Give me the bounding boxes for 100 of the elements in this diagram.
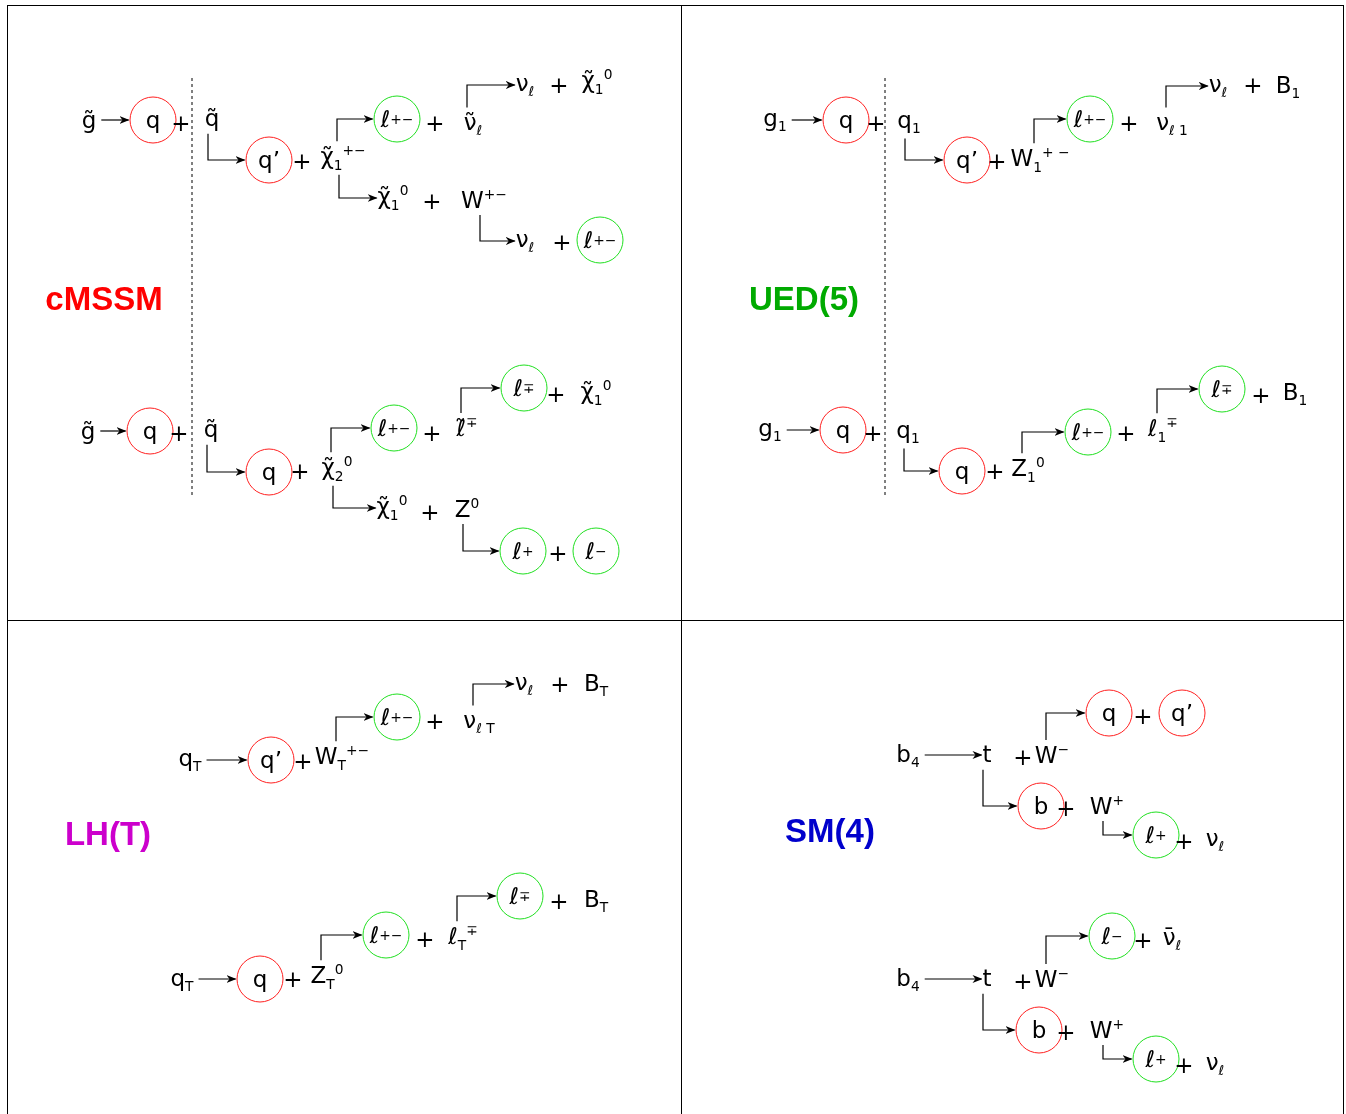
- particle-symbol: ν$_{ℓ 1}$: [1156, 109, 1188, 139]
- decay-arrow: [1045, 709, 1086, 741]
- particle-symbol: g$_{1}$: [763, 105, 787, 135]
- particle-symbol: q$_{T}$: [178, 745, 202, 775]
- decay-arrow: [460, 384, 501, 414]
- plus-sign: +: [548, 541, 568, 565]
- particle-symbol: ℓ̃$^{∓}$: [456, 415, 478, 441]
- particle-symbol: B$_{T}$: [583, 670, 609, 700]
- particle-symbol: ν$_{ℓ}$: [1205, 825, 1225, 855]
- particle-symbol: B$_{1}$: [1282, 379, 1308, 409]
- particle-symbol: Z$^{0}$: [454, 496, 480, 522]
- plus-sign: +: [422, 189, 442, 213]
- decay-arrow: [1045, 932, 1089, 965]
- plus-sign: +: [292, 149, 312, 173]
- decay-arrow: [320, 931, 363, 961]
- decay-arrow: [336, 115, 374, 142]
- plus-sign: +: [293, 749, 313, 773]
- decay-arrow: [456, 892, 497, 922]
- particle-symbol: q$_{T}$: [170, 965, 194, 995]
- particle-symbol: B$_{1}$: [1275, 72, 1301, 102]
- plus-sign: +: [290, 459, 310, 483]
- particle-symbol: b$_{4}$: [896, 965, 920, 995]
- particle-symbol: ν$_{ℓ}$: [1205, 1049, 1225, 1079]
- decay-arrow: [924, 975, 983, 983]
- plus-sign: +: [1116, 421, 1136, 445]
- decay-arrow: [472, 680, 515, 707]
- plus-sign: +: [1133, 704, 1153, 728]
- model-panel: [7, 5, 682, 621]
- particle-symbol: g̃: [81, 108, 97, 134]
- particle-symbol: ν̃$_{ℓ}$: [463, 109, 483, 139]
- particle-symbol: q̃: [204, 106, 220, 132]
- particle-symbol: ν̄$_{ℓ}$: [1162, 924, 1182, 954]
- particle-symbol: ν$_{ℓ}$: [515, 226, 535, 256]
- decay-arrow: [1156, 385, 1199, 414]
- plus-sign: +: [552, 230, 572, 254]
- decay-arrow: [903, 447, 939, 475]
- plus-sign: +: [1013, 745, 1033, 769]
- decay-arrow: [99, 427, 127, 435]
- decay-arrow: [982, 993, 1016, 1034]
- decay-arrow: [100, 116, 130, 124]
- particle-symbol: ν$_{ℓ}$: [514, 669, 534, 699]
- decay-arrow: [982, 769, 1018, 810]
- model-panel: [681, 5, 1344, 621]
- particle-symbol: t: [982, 742, 992, 768]
- particle-symbol: W$^{+}$: [1089, 1017, 1125, 1043]
- decay-arrow: [335, 713, 374, 742]
- model-name: UED(5): [749, 280, 859, 318]
- decay-arrow: [479, 214, 516, 245]
- decay-arrow: [462, 523, 500, 555]
- plus-sign: +: [1251, 383, 1271, 407]
- model-name: LH(T): [64, 815, 152, 853]
- decay-arrow: [904, 137, 944, 164]
- decay-arrow: [1165, 82, 1209, 109]
- particle-symbol: W$^{−}$: [1034, 742, 1070, 768]
- plus-sign: +: [1119, 111, 1139, 135]
- decay-arrow: [786, 426, 820, 434]
- particle-symbol: b$_{4}$: [896, 741, 920, 771]
- decay-arrow: [1102, 1044, 1133, 1063]
- particle-symbol: ν$_{ℓ}$: [1208, 71, 1228, 101]
- plus-sign: +: [1243, 73, 1263, 97]
- model-name: SM(4): [785, 812, 875, 850]
- plus-sign: +: [420, 500, 440, 524]
- plus-sign: +: [1133, 928, 1153, 952]
- decay-arrow: [338, 174, 378, 202]
- particle-symbol: W$^{−}$: [1034, 966, 1070, 992]
- particle-symbol: t: [982, 966, 992, 992]
- decay-arrow: [206, 444, 246, 476]
- plus-sign: +: [425, 709, 445, 733]
- model-name: cMSSM: [45, 280, 163, 318]
- plus-sign: +: [546, 382, 566, 406]
- particle-symbol: W$^{+}$: [1089, 793, 1125, 819]
- decay-arrow: [1102, 820, 1133, 839]
- particle-symbol: W$^{+−}$: [461, 187, 507, 213]
- decay-arrow: [207, 133, 246, 164]
- decay-arrow: [1033, 115, 1067, 144]
- particle-symbol: B$_{T}$: [583, 886, 609, 916]
- plus-sign: +: [549, 73, 569, 97]
- plus-sign: +: [1013, 969, 1033, 993]
- plus-sign: +: [415, 927, 435, 951]
- decay-arrow: [332, 485, 377, 512]
- decay-arrow: [197, 975, 237, 983]
- plus-sign: +: [550, 672, 570, 696]
- particle-symbol: g$_{1}$: [758, 415, 782, 445]
- decay-arrow: [924, 751, 983, 759]
- plus-sign: +: [422, 421, 442, 445]
- decay-arrow: [330, 424, 371, 453]
- particle-symbol: q̃: [203, 417, 219, 443]
- plus-sign: +: [985, 459, 1005, 483]
- decay-arrow: [1021, 428, 1065, 454]
- decay-arrow: [466, 81, 516, 109]
- particle-symbol: q$_{1}$: [897, 107, 921, 137]
- plus-sign: +: [549, 889, 569, 913]
- particle-symbol: ν$_{ℓ}$: [515, 70, 535, 100]
- plus-sign: +: [425, 111, 445, 135]
- particle-symbol: ν$_{ℓ T}$: [463, 707, 495, 737]
- plus-sign: +: [283, 967, 303, 991]
- decay-arrow: [205, 756, 248, 764]
- particle-symbol: q$_{1}$: [896, 417, 920, 447]
- particle-symbol: g̃: [80, 419, 96, 445]
- decay-arrow: [791, 116, 823, 124]
